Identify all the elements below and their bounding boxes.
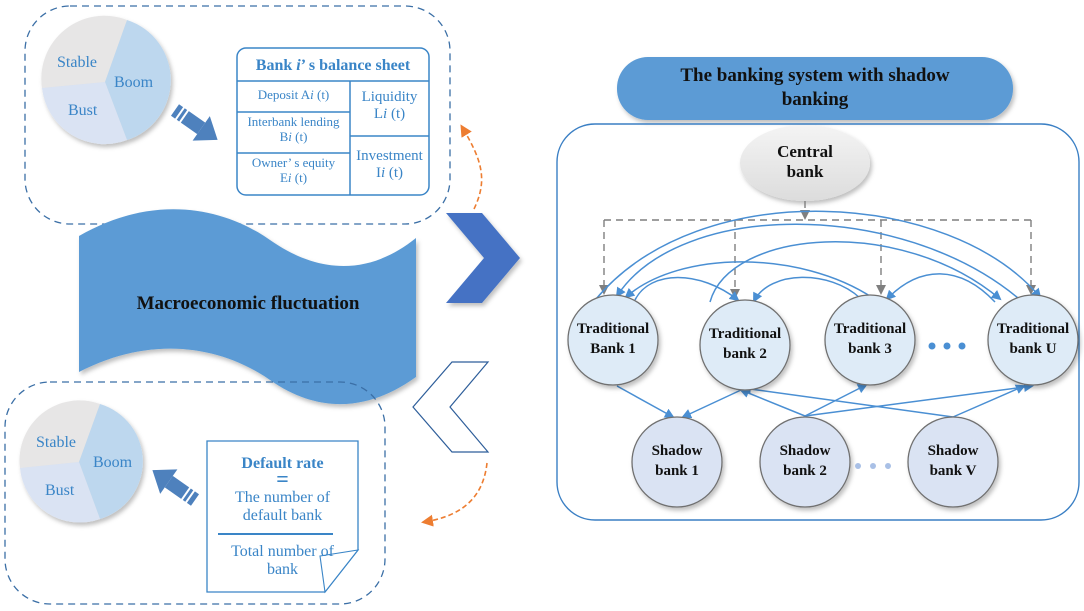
traditional-bank-node-1 — [567, 294, 659, 386]
pie-slice-bust — [20, 462, 100, 523]
bank-nodes — [567, 294, 1079, 508]
pie-bottom-label-boom: Boom — [93, 454, 133, 471]
pie-bottom-label-bust: Bust — [45, 482, 75, 499]
traditional-bank-node-2 — [699, 299, 791, 391]
traditional-bank-node-3 — [824, 294, 916, 386]
balance-sheet-deposit: Deposit Ai (t) — [257, 87, 330, 102]
traditional-bank-node-4 — [987, 294, 1079, 386]
default-rate-numerator: The number of default bank — [234, 489, 331, 525]
balance-sheet-liquidity: Liquidity Li (t) — [361, 89, 418, 123]
shadow-bank-node-1 — [631, 416, 723, 508]
interbank-link-arrow — [885, 273, 996, 303]
shadow-ellipsis-dots — [855, 463, 891, 469]
default-rate-note — [206, 440, 360, 594]
feedback-arrow-down — [421, 462, 488, 527]
chevron-left-outline — [412, 361, 490, 453]
pie-slice-bust — [42, 82, 127, 145]
pie-slice-boom — [105, 20, 171, 140]
chevron-right-filled — [446, 213, 520, 303]
default-rate-equals: = — [276, 466, 289, 491]
interbank-link-arrow — [634, 276, 740, 302]
default-rate-denominator: Total number of bank — [231, 543, 334, 579]
interbank-link-arrow — [595, 210, 1042, 300]
pie-slice-boom — [79, 404, 143, 519]
shadow-bank-node-3 — [907, 416, 999, 508]
interbank-link-arrow — [741, 384, 954, 418]
interbank-link-arrow — [952, 384, 1026, 418]
balance-sheet-investment: Investment Ii (t) — [356, 148, 423, 182]
system-title: The banking system with shadow banking — [680, 65, 950, 110]
shadow-bank-node-2 — [759, 416, 851, 508]
interbank-link-arrow — [804, 382, 1034, 417]
block-arrow-right — [170, 104, 218, 141]
balance-sheet-title: Bank i’ s balance sheet — [255, 57, 411, 74]
pie-bottom-label-stable: Stable — [36, 434, 76, 451]
interbank-link-arrow — [753, 276, 861, 303]
pie-top-label-boom: Boom — [114, 74, 154, 91]
central-bank-node — [740, 125, 870, 201]
interbank-link-arrow — [615, 223, 1019, 299]
pie-top-label-bust: Bust — [68, 102, 98, 119]
balance-sheet-table — [236, 47, 430, 196]
interbank-link-arrow — [624, 261, 874, 299]
feedback-arrow-up — [460, 124, 483, 210]
pie-chart-bottom — [19, 400, 143, 523]
interbank-link-arrow — [739, 388, 806, 417]
interbank-link-arrow — [681, 389, 742, 419]
central-bank-label: Central bank — [777, 142, 833, 181]
macroeconomic-banner-shape — [79, 209, 416, 405]
block-arrow-left — [152, 469, 200, 506]
macroeconomic-banner-label: Macroeconomic fluctuation — [136, 293, 360, 314]
pie-top-label-stable: Stable — [57, 54, 97, 71]
interbank-links — [595, 210, 1042, 419]
interbank-link-arrow — [616, 385, 675, 418]
bottom-dashed-container — [4, 381, 386, 605]
default-rate-title: Default rate — [241, 455, 324, 472]
pie-chart-top — [41, 15, 171, 145]
pie-slice-stable — [41, 15, 127, 88]
interbank-link-arrow — [709, 241, 1002, 303]
central-bank-control-lines — [599, 201, 1036, 299]
banking-system-container — [556, 123, 1080, 521]
pie-slice-stable — [19, 400, 100, 468]
system-title-pill — [617, 57, 1013, 120]
traditional-ellipsis-dots — [928, 342, 966, 350]
balance-sheet-interbank-lending: Interbank lending Bi (t) — [247, 114, 340, 144]
balance-sheet-owners-equity: Owner’ s equity Ei (t) — [251, 155, 336, 185]
